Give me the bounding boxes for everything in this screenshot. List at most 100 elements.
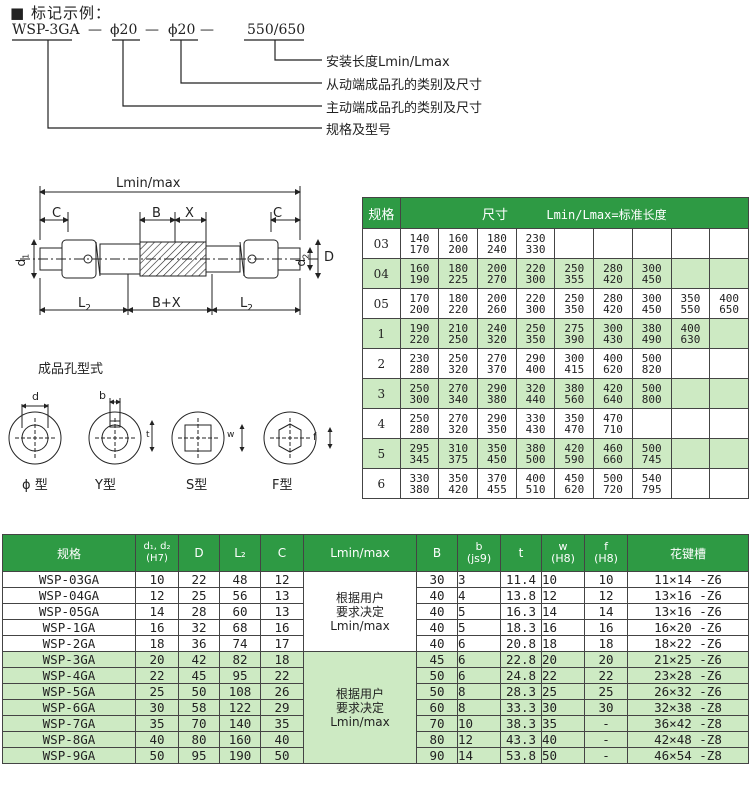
size-cell bbox=[670, 468, 711, 499]
size-lmax: 420 bbox=[603, 302, 623, 316]
legend-driven-bore: 从动端成品孔的类别及尺寸 bbox=[326, 78, 483, 93]
spec-cell: 33.3 bbox=[500, 699, 542, 716]
size-lmax: 200 bbox=[448, 242, 469, 256]
spec-lminmax-note-line: 要求决定 bbox=[335, 604, 384, 619]
spec-cell: 12 bbox=[260, 571, 304, 588]
size-lmin: 280 bbox=[603, 261, 623, 275]
size-lmax: 300 bbox=[525, 272, 546, 286]
size-lmax: 190 bbox=[409, 272, 430, 286]
mark-seg-driving-bore: ϕ20 bbox=[110, 22, 138, 38]
spec-header-b: b(js9) bbox=[457, 534, 501, 572]
spec-cell: 18 bbox=[135, 635, 179, 652]
mark-dash-1: — bbox=[88, 22, 102, 38]
spec-cell: 45 bbox=[416, 651, 458, 668]
size-cell bbox=[670, 408, 711, 439]
spec-cell: - bbox=[584, 747, 628, 764]
size-lmin: 250 bbox=[448, 351, 469, 365]
mark-example-title: ■ 标记示例： bbox=[10, 4, 111, 22]
spec-cell: 42 bbox=[178, 651, 220, 668]
size-cell bbox=[709, 408, 749, 439]
size-lmin: 180 bbox=[448, 261, 469, 275]
spec-cell: 22 bbox=[260, 667, 304, 684]
spec-cell: WSP-4GA bbox=[2, 667, 136, 684]
size-lmax: 340 bbox=[448, 392, 469, 406]
dim-c-right: C bbox=[273, 206, 283, 221]
spec-header-C: C bbox=[260, 534, 304, 572]
spec-cell: 13×16 -Z6 bbox=[627, 603, 749, 620]
spec-cell: 10 bbox=[135, 571, 179, 588]
size-header-spec: 规格 bbox=[362, 197, 401, 229]
spec-cell: WSP-03GA bbox=[2, 571, 136, 588]
spec-cell: 46×54 -Z8 bbox=[627, 747, 749, 764]
spec-cell: 50 bbox=[541, 747, 585, 764]
size-lmin: 160 bbox=[409, 261, 430, 275]
spec-header-L2: L₂ bbox=[219, 534, 261, 572]
spec-cell: 140 bbox=[219, 715, 261, 732]
spec-cell: 48 bbox=[219, 571, 261, 588]
size-lmin: 320 bbox=[525, 381, 546, 395]
size-row-spec: 03 bbox=[362, 228, 401, 259]
size-lmax: 270 bbox=[486, 272, 507, 286]
size-cell bbox=[709, 378, 749, 409]
size-lmax: 640 bbox=[603, 392, 623, 406]
legend-spec-model: 规格及型号 bbox=[326, 123, 392, 138]
size-lmin: 500 bbox=[641, 381, 662, 395]
size-lmax: 225 bbox=[448, 272, 469, 286]
spec-cell: 70 bbox=[178, 715, 220, 732]
bore-f-label: f bbox=[313, 432, 317, 443]
spec-cell: 26×32 -Z6 bbox=[627, 683, 749, 700]
size-lmax: 450 bbox=[641, 302, 662, 316]
size-lmin: 250 bbox=[525, 321, 546, 335]
spec-cell: 36 bbox=[178, 635, 220, 652]
spec-cell: 36×42 -Z8 bbox=[627, 715, 749, 732]
size-lmin: 540 bbox=[641, 471, 662, 485]
spec-cell: 21×25 -Z6 bbox=[627, 651, 749, 668]
spec-lminmax-note-line: Lmin/max bbox=[330, 714, 390, 729]
spec-cell: 20 bbox=[135, 651, 179, 668]
size-lmax: 550 bbox=[680, 302, 701, 316]
spec-cell: 90 bbox=[416, 747, 458, 764]
size-row-spec: 3 bbox=[362, 378, 401, 409]
spec-cell: 18 bbox=[584, 635, 628, 652]
spec-cell: 18.3 bbox=[500, 619, 542, 636]
dim-l2-left: L2 bbox=[78, 296, 91, 314]
size-lmax: 260 bbox=[486, 302, 507, 316]
spec-cell: 25 bbox=[135, 683, 179, 700]
spec-cell: 30 bbox=[416, 571, 458, 588]
spec-cell: 18 bbox=[260, 651, 304, 668]
spec-cell: 6 bbox=[457, 635, 501, 652]
size-lmax: 350 bbox=[564, 302, 585, 316]
size-lmax: 280 bbox=[409, 422, 430, 436]
spec-cell: 50 bbox=[260, 747, 304, 764]
size-lmin: 250 bbox=[409, 381, 430, 395]
spec-cell: 53.8 bbox=[500, 747, 542, 764]
spec-cell: 40 bbox=[416, 635, 458, 652]
spec-cell: 42×48 -Z8 bbox=[627, 731, 749, 748]
spec-cell: 28 bbox=[178, 603, 220, 620]
dim-b: B bbox=[152, 206, 161, 221]
size-lmax: 455 bbox=[486, 482, 507, 496]
size-lmin: 220 bbox=[525, 261, 546, 275]
spec-cell: 32×38 -Z8 bbox=[627, 699, 749, 716]
spec-cell: WSP-5GA bbox=[2, 683, 136, 700]
size-lmax: 330 bbox=[525, 242, 546, 256]
size-lmin: 380 bbox=[525, 441, 546, 455]
size-lmax: 370 bbox=[486, 362, 507, 376]
size-lmax: 390 bbox=[564, 332, 585, 346]
dim-d2: d2 bbox=[294, 253, 311, 267]
size-cell bbox=[709, 318, 749, 349]
